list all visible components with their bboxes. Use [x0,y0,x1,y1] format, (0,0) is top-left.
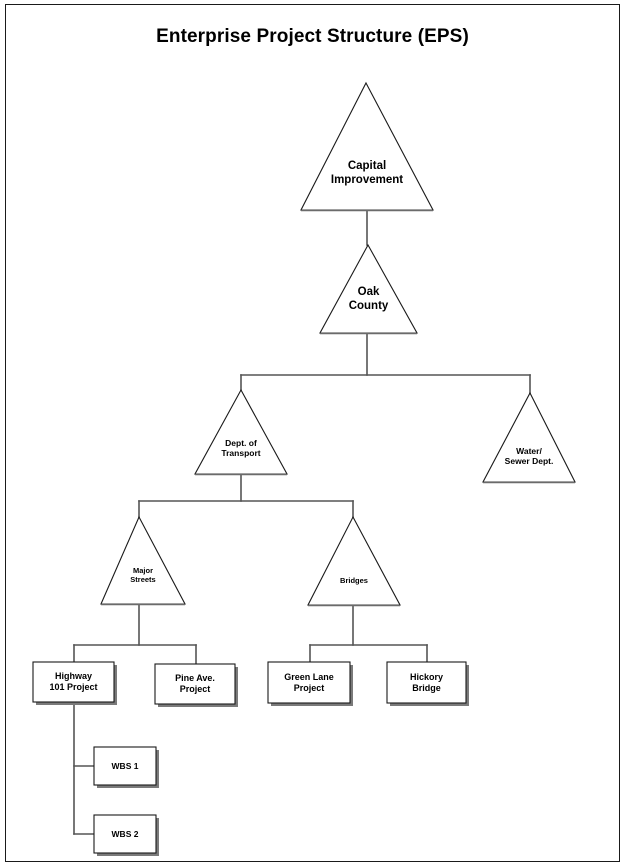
node-shape-green-lane-project [267,661,351,704]
page-title: Enterprise Project Structure (EPS) [156,26,469,47]
node-shape-dept-of-transport [194,388,288,475]
node-shape-capital-improvement [300,81,434,211]
node-shape-hickory-bridge [386,661,467,704]
node-shape-wbs-1 [93,746,157,786]
node-shape-pine-ave-project [154,663,236,705]
node-shape-bridges [307,515,401,606]
node-shape-major-streets [100,515,186,605]
node-shape-wbs-2 [93,814,157,854]
node-shape-highway-101-project [32,661,115,703]
node-shape-water-sewer-dept [482,391,576,483]
node-shape-oak-county [319,243,418,334]
